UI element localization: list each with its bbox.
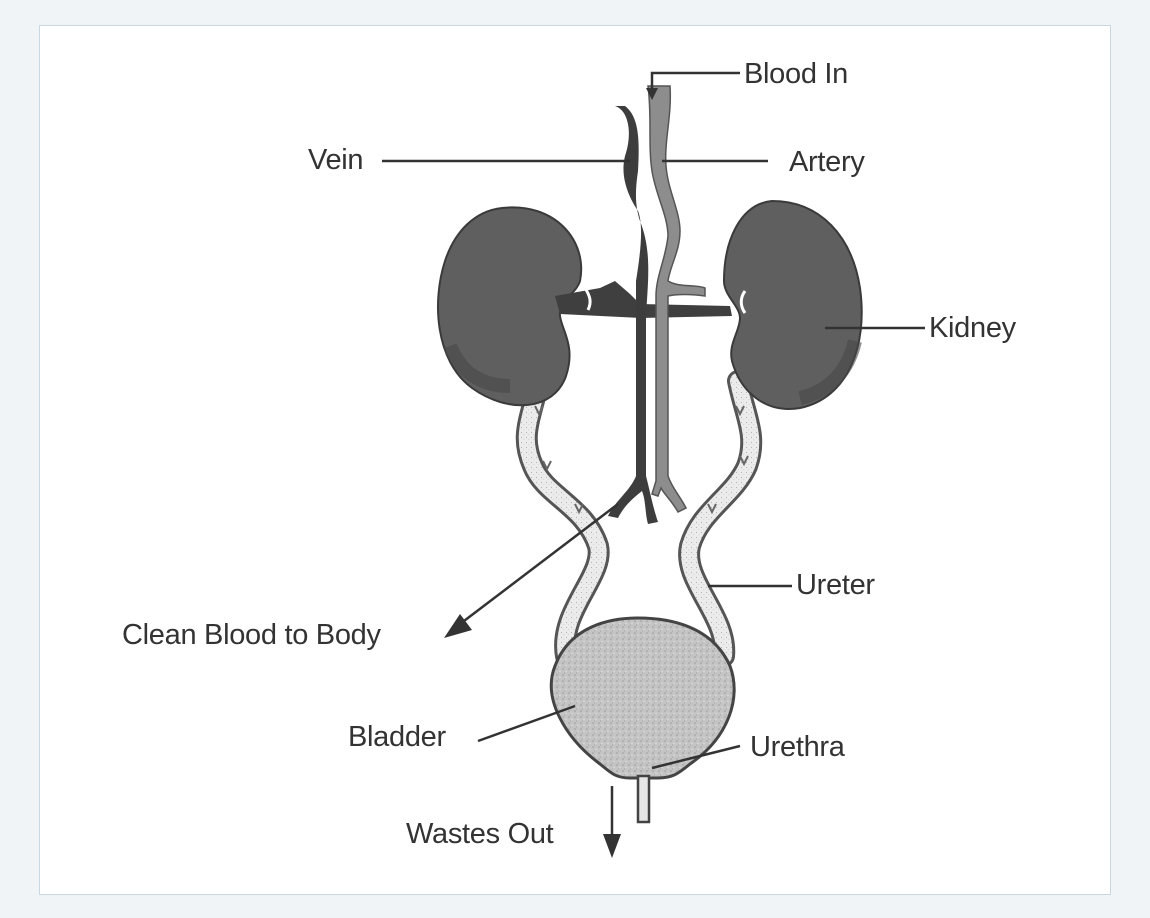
clean-blood-arrowhead bbox=[444, 614, 472, 638]
blood-in-leader bbox=[650, 71, 740, 94]
renal-vessels bbox=[555, 281, 747, 318]
clean-blood-leader bbox=[459, 503, 619, 625]
bladder-leader bbox=[477, 704, 576, 743]
blood-in-arrowhead bbox=[646, 88, 658, 100]
label-wastes-out: Wastes Out bbox=[406, 818, 554, 850]
label-kidney: Kidney bbox=[929, 312, 1016, 344]
label-urethra: Urethra bbox=[750, 731, 845, 763]
artery bbox=[647, 85, 706, 513]
urethra-leader bbox=[651, 744, 741, 770]
right-ureter bbox=[678, 370, 763, 667]
leader-lines bbox=[382, 71, 925, 858]
label-blood-in: Blood In bbox=[744, 58, 849, 90]
bladder bbox=[549, 616, 736, 780]
diagram-frame: Blood In Vein Artery Kidney Ureter Clean… bbox=[39, 25, 1111, 895]
right-kidney bbox=[722, 199, 863, 410]
left-kidney bbox=[437, 206, 583, 407]
urinary-system-diagram bbox=[382, 71, 925, 858]
label-artery: Artery bbox=[789, 146, 865, 178]
wastes-out-arrowhead bbox=[603, 834, 621, 858]
label-vein: Vein bbox=[308, 144, 364, 176]
label-bladder: Bladder bbox=[348, 721, 446, 753]
label-ureter: Ureter bbox=[796, 569, 875, 601]
urethra bbox=[636, 774, 651, 824]
label-clean-blood: Clean Blood to Body bbox=[122, 619, 381, 651]
left-ureter bbox=[515, 373, 610, 667]
vein bbox=[608, 106, 658, 524]
